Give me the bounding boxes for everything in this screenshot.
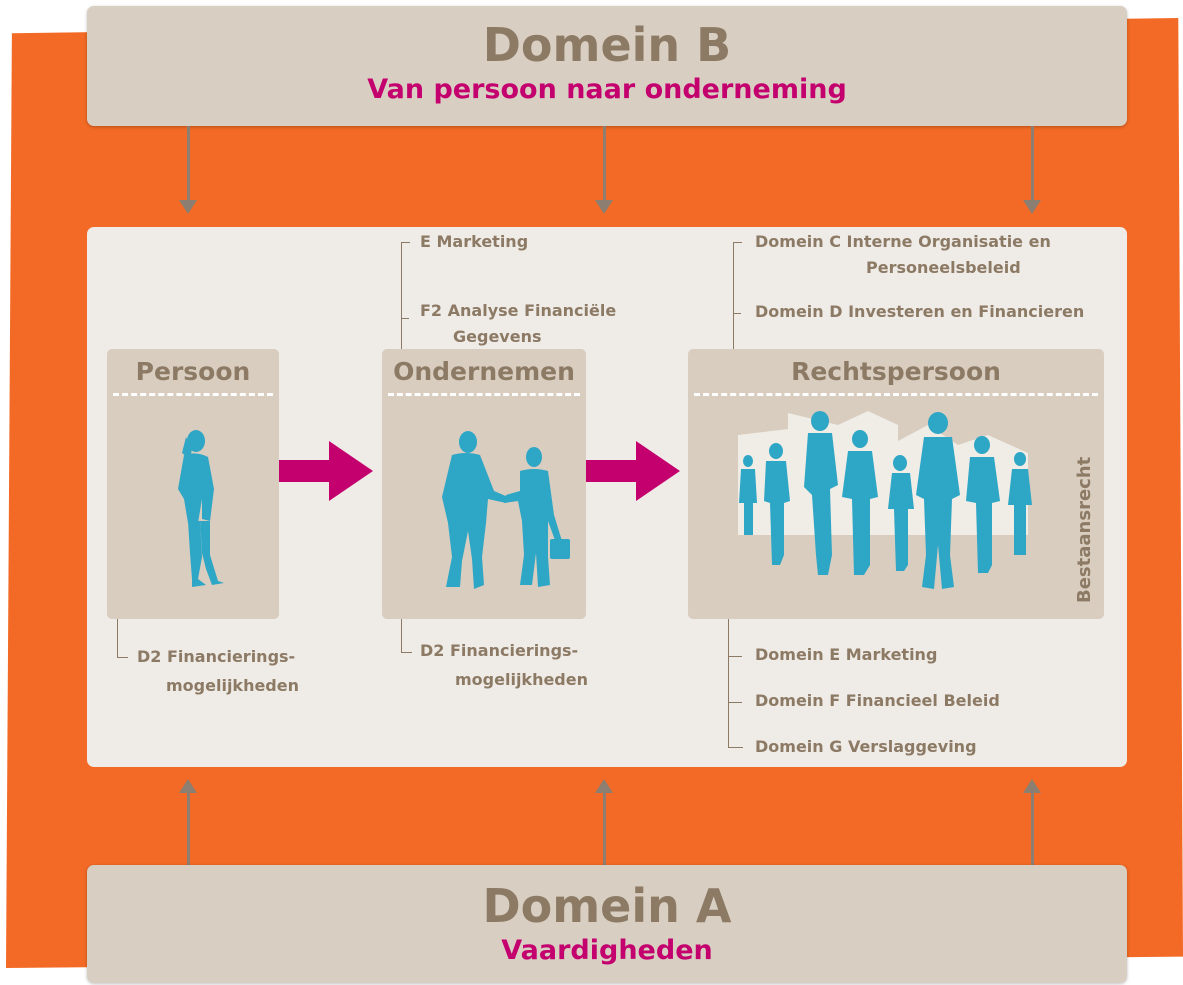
handshake-icon: [442, 431, 570, 589]
label-domein-c-line2: Personeelsbeleid: [866, 258, 1021, 277]
label-f2-line2: Gegevens: [453, 327, 542, 346]
arrow-up-middle: [603, 792, 606, 865]
arrow-down-right-head: [1023, 200, 1041, 214]
arrow-right-2: [586, 441, 680, 501]
label-d2-ondernemen-line2: mogelijkheden: [455, 670, 588, 689]
arrow-down-left-head: [179, 200, 197, 214]
card-rechtspersoon-title: Rechtspersoon: [791, 357, 1001, 386]
domain-a-title: Domein A: [482, 879, 732, 933]
bracket-bottom-ondernemen: [401, 619, 412, 653]
arrow-up-right: [1031, 792, 1034, 865]
arrow-up-left-head: [179, 779, 197, 793]
tick-f2: [401, 318, 409, 319]
card-rechtspersoon: Rechtspersoon Bestaansrecht: [688, 349, 1104, 619]
arrow-right-1: [279, 441, 373, 501]
card-persoon-divider: [113, 393, 273, 396]
label-domein-f: Domein F Financieel Beleid: [755, 691, 1000, 710]
label-e-marketing: E Marketing: [420, 232, 529, 251]
label-domein-e: Domein E Marketing: [755, 645, 938, 664]
arrow-up-left: [187, 792, 190, 865]
card-persoon: Persoon: [107, 349, 279, 619]
domain-a-subtitle: Vaardigheden: [501, 935, 713, 966]
bracket-bottom-persoon: [117, 619, 128, 658]
arrow-down-middle-head: [595, 200, 613, 214]
label-f2-line1: F2 Analyse Financiële: [420, 301, 617, 320]
card-rechtspersoon-divider: [694, 393, 1098, 396]
domain-a-box: Domein A Vaardigheden: [87, 865, 1127, 983]
side-label-bestaansrecht: Bestaansrecht: [1074, 456, 1095, 603]
label-d2-persoon-line2: mogelijkheden: [166, 676, 299, 695]
bracket-top-ondernemen: [401, 242, 410, 353]
card-ondernemen: Ondernemen: [382, 349, 586, 619]
domain-b-title: Domein B: [482, 18, 732, 72]
label-d2-persoon-line1: D2 Financierings-: [137, 647, 296, 666]
arrow-up-right-head: [1023, 779, 1041, 793]
card-persoon-title: Persoon: [135, 357, 251, 386]
label-domein-g: Domein G Verslaggeving: [755, 737, 977, 756]
bracket-bottom-rechtspersoon: [728, 619, 743, 748]
tick-domein-f: [728, 702, 742, 703]
label-domein-c-line1: Domein C Interne Organisatie en: [755, 232, 1051, 251]
domain-b-subtitle: Van persoon naar onderneming: [367, 74, 847, 105]
card-ondernemen-divider: [388, 393, 580, 396]
arrow-up-middle-head: [595, 779, 613, 793]
person-on-phone-icon: [178, 430, 224, 587]
bracket-top-rechtspersoon: [733, 242, 742, 353]
arrow-down-left: [187, 126, 190, 202]
label-domein-d: Domein D Investeren en Financieren: [755, 302, 1085, 321]
domain-b-box: Domein B Van persoon naar onderneming: [87, 6, 1127, 126]
arrow-down-right: [1031, 126, 1034, 202]
tick-domein-d: [733, 313, 741, 314]
tick-domein-e: [728, 656, 742, 657]
arrow-down-middle: [603, 126, 606, 202]
label-d2-ondernemen-line1: D2 Financierings-: [420, 641, 579, 660]
business-team-icon: [738, 411, 1032, 589]
card-ondernemen-title: Ondernemen: [393, 357, 575, 386]
